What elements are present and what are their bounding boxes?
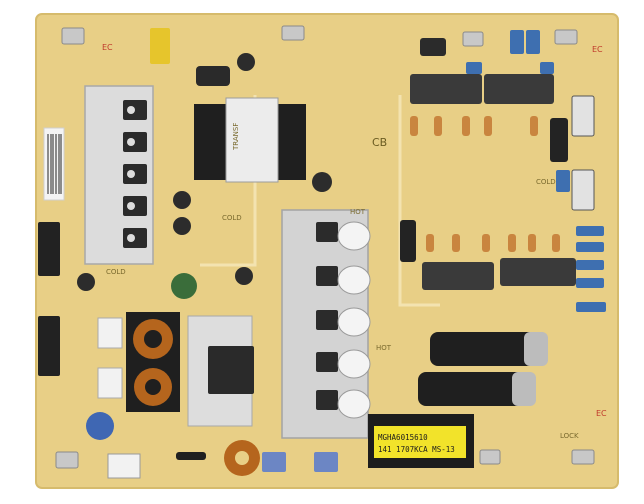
bulk-capacitor-2 (418, 372, 536, 406)
electrolytic-cap-small (237, 53, 255, 71)
x-capacitor (97, 317, 123, 349)
silk-ec: EC (596, 409, 607, 418)
x-capacitor (97, 367, 123, 399)
electrolytic-cap (235, 267, 253, 285)
blue-caps (262, 452, 286, 472)
electrolytic-cap (173, 191, 191, 209)
silk-lock: LOCK (560, 432, 579, 440)
silk-hot: HOT (350, 208, 366, 216)
main-transformer-bobbin (225, 97, 279, 183)
connector-right-mid (571, 169, 595, 211)
resistors-lower (426, 234, 560, 252)
bulk-capacitor-1 (430, 332, 548, 366)
connector-left-top (38, 222, 60, 276)
electrolytic-cap (312, 172, 332, 192)
silk-cold: COLD (222, 214, 242, 222)
silk-cold: COLD (106, 268, 126, 276)
svg-text:TRANSF: TRANSF (232, 123, 240, 151)
electrolytic-cap (77, 273, 95, 291)
toroid-inductor (224, 440, 260, 476)
connector-right-top (571, 95, 595, 137)
transformer-label-line1: MGHA6015610 (378, 433, 428, 442)
blue-caps (314, 452, 338, 472)
silk-ec: EC (102, 43, 113, 52)
blue-y-capacitor (86, 412, 114, 440)
silk-ec: EC (592, 45, 603, 54)
common-mode-choke-1 (126, 312, 180, 366)
silk-cb: CB (372, 136, 387, 149)
yellow-film-capacitor (150, 28, 170, 64)
center-diodes (316, 222, 338, 410)
input-connector (107, 453, 141, 479)
relay-top-2 (484, 74, 554, 104)
fuse (176, 452, 206, 460)
relay-top-1 (410, 74, 482, 104)
electrolytic-cap-top (196, 66, 230, 86)
relay-mid-1 (422, 262, 494, 290)
standby-transformer: MGHA6015610 141 1707KCA MS-13 (368, 414, 474, 468)
common-mode-choke-2 (126, 362, 180, 412)
silk-cold: COLD (536, 178, 556, 186)
black-cap-top-right (420, 38, 446, 56)
electrolytic-cap-vertical (550, 118, 568, 162)
barcode-sticker (43, 127, 65, 201)
relay-mid-2 (500, 258, 576, 286)
green-varistor (171, 273, 197, 299)
mounting-pads (55, 25, 595, 469)
isolation-slot (398, 95, 440, 307)
blue-capacitors-right (576, 226, 606, 312)
silk-hot: HOT (376, 344, 392, 352)
resistors-upper (410, 116, 538, 136)
connector-left-bottom (38, 316, 60, 376)
bridge-rectifier (208, 346, 254, 394)
blue-capacitors-top (466, 30, 570, 192)
electrolytic-cap (173, 217, 191, 235)
electrolytic-cap-vertical (400, 220, 416, 262)
heatsink-clips (337, 221, 371, 419)
transformer-label-line2: 141 1707KCA MS-13 (378, 445, 455, 454)
